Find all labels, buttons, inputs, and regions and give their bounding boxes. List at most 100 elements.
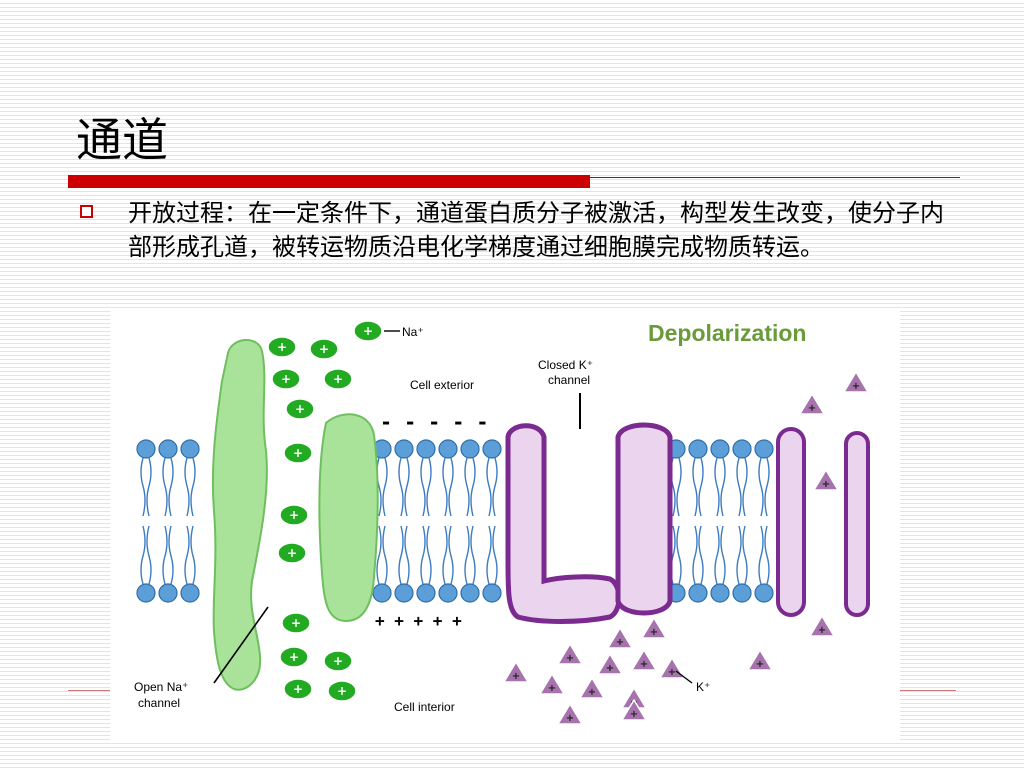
- svg-text:+: +: [295, 402, 305, 416]
- svg-text:+: +: [588, 687, 596, 698]
- svg-text:+: +: [616, 637, 624, 648]
- k-ion: +: [556, 702, 584, 725]
- na-ion: +: [279, 646, 309, 668]
- footer-rule-right: [900, 690, 956, 691]
- phospholipid: [710, 439, 730, 603]
- k-ion: +: [812, 468, 840, 491]
- svg-text:+: +: [822, 479, 830, 490]
- na-ion: +: [279, 504, 309, 526]
- k-ion: +: [620, 698, 648, 721]
- footer-rule-left: [68, 690, 112, 691]
- svg-text:+: +: [640, 659, 648, 670]
- k-ion-group: +++++++++++++++++: [502, 370, 870, 725]
- svg-text:+: +: [363, 324, 373, 338]
- na-ion: +: [283, 678, 313, 700]
- svg-text:+: +: [650, 627, 658, 638]
- svg-text:+: +: [319, 342, 329, 356]
- phospholipid: [416, 439, 436, 603]
- svg-text:+: +: [566, 713, 574, 724]
- svg-text:+: +: [333, 654, 343, 668]
- na-ion: +: [271, 368, 301, 390]
- phospholipid: [688, 439, 708, 603]
- k-legend-label: K⁺: [696, 680, 710, 694]
- phospholipid: [482, 439, 502, 603]
- open-na-channel-label-1: Open Na⁺: [134, 680, 188, 694]
- svg-text:+: +: [756, 659, 764, 670]
- k-channel-narrow-subunit-2: [844, 431, 870, 617]
- svg-text:+: +: [289, 508, 299, 522]
- svg-text:+: +: [808, 403, 816, 414]
- svg-text:+: +: [277, 340, 287, 354]
- na-ion: +: [309, 338, 339, 360]
- na-ion: +: [327, 680, 357, 702]
- bullet-text: 开放过程：在一定条件下，通道蛋白质分子被激活，构型发生改变，使分子内部形成孔道，…: [128, 199, 944, 261]
- na-ion: +: [281, 612, 311, 634]
- k-ion: +: [808, 614, 836, 637]
- cell-exterior-label: Cell exterior: [410, 378, 474, 392]
- svg-text:+: +: [566, 653, 574, 664]
- phospholipid: [136, 439, 156, 603]
- na-ion: +: [323, 368, 353, 390]
- na-ion: +: [285, 398, 315, 420]
- diagram-canvas: ++++++++++++++ +++++++++++++++++ Depolar…: [134, 320, 870, 725]
- title-underline-bar: [68, 175, 590, 188]
- svg-text:+: +: [293, 682, 303, 696]
- phospholipid: [438, 439, 458, 603]
- open-na-channel-label-2: channel: [138, 696, 180, 710]
- lipid-bilayer: [136, 439, 774, 603]
- phospholipid: [158, 439, 178, 603]
- svg-text:+: +: [293, 446, 303, 460]
- k-ion: +: [606, 626, 634, 649]
- svg-text:+: +: [289, 650, 299, 664]
- k-ion: +: [538, 672, 566, 695]
- na-ion: +: [267, 336, 297, 358]
- na-ion: +: [277, 542, 307, 564]
- closed-k-channel-label-2: channel: [548, 373, 590, 387]
- svg-text:+: +: [337, 684, 347, 698]
- k-ion: +: [640, 616, 668, 639]
- svg-text:+: +: [818, 625, 826, 636]
- svg-text:+: +: [606, 663, 614, 674]
- svg-text:+: +: [512, 671, 520, 682]
- svg-text:+: +: [287, 546, 297, 560]
- k-ion: +: [556, 642, 584, 665]
- svg-text:+: +: [548, 683, 556, 694]
- slide-title: 通道: [76, 113, 168, 167]
- closed-k-channel: [505, 423, 622, 624]
- k-ion: +: [502, 660, 530, 683]
- svg-text:+: +: [291, 616, 301, 630]
- k-ion: +: [798, 392, 826, 415]
- na-ion: +: [323, 650, 353, 672]
- cell-interior-label: Cell interior: [394, 700, 455, 714]
- svg-text:+: +: [668, 667, 676, 678]
- diagram-heading: Depolarization: [648, 320, 806, 346]
- svg-text:+: +: [630, 709, 638, 720]
- na-ion-group: + + + + + + + + + + + + + +: [267, 320, 383, 702]
- na-legend-label: Na⁺: [402, 325, 424, 339]
- phospholipid: [754, 439, 774, 603]
- svg-text:+: +: [281, 372, 291, 386]
- phospholipid: [372, 439, 392, 603]
- phospholipid: [460, 439, 480, 603]
- k-channel-narrow-subunit-1: [776, 427, 806, 617]
- exterior-negative-charges: - - - - -: [380, 410, 488, 434]
- k-ion: +: [746, 648, 774, 671]
- closed-k-channel-label-1: Closed K⁺: [538, 358, 593, 372]
- svg-text:+: +: [852, 381, 860, 392]
- phospholipid: [394, 439, 414, 603]
- interior-positive-charges: + + + + +: [375, 611, 462, 630]
- k-ion: +: [578, 676, 606, 699]
- phospholipid: [732, 439, 752, 603]
- open-na-channel-pointer: [213, 606, 269, 684]
- na-channel-right-subunit: [318, 413, 379, 623]
- title-underline-thin: [590, 177, 960, 178]
- na-ion: +: [283, 442, 313, 464]
- depolarization-diagram: ++++++++++++++ +++++++++++++++++ Depolar…: [110, 311, 900, 742]
- k-legend-pointer: [675, 670, 693, 684]
- na-ion: +: [353, 320, 383, 342]
- phospholipid: [180, 439, 200, 603]
- k-ion: +: [596, 652, 624, 675]
- bullet-square-icon: [80, 205, 93, 218]
- svg-text:+: +: [333, 372, 343, 386]
- na-channel-left-subunit: [211, 339, 268, 691]
